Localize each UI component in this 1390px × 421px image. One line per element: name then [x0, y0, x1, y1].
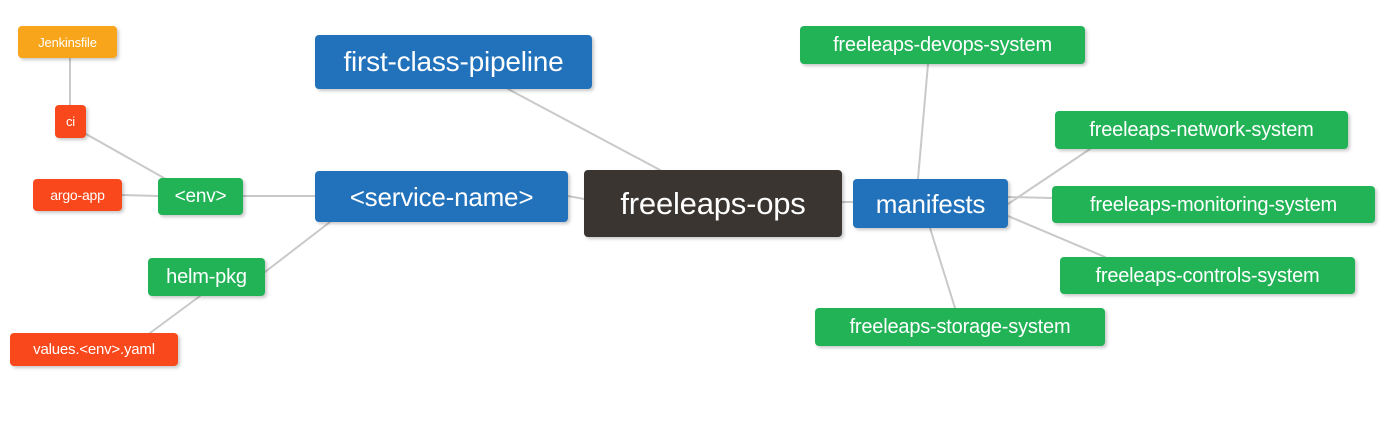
node-label-freeleaps-devops-system: freeleaps-devops-system — [833, 34, 1052, 56]
node-label-freeleaps-controls-system: freeleaps-controls-system — [1095, 264, 1320, 287]
node-freeleaps-controls-system[interactable]: freeleaps-controls-system — [1060, 257, 1355, 294]
node-label-service-name: <service-name> — [349, 181, 534, 212]
node-label-first-class-pipeline: first-class-pipeline — [343, 46, 564, 77]
node-service-name[interactable]: <service-name> — [315, 171, 568, 222]
node-freeleaps-ops[interactable]: freeleaps-ops — [584, 170, 842, 237]
node-freeleaps-network-system[interactable]: freeleaps-network-system — [1055, 111, 1348, 149]
node-label-argo-app: argo-app — [50, 187, 105, 203]
edge-argoapp-env — [121, 194, 159, 197]
edge-ci-env — [85, 133, 165, 179]
edge-valuesyaml-helmpkg — [149, 295, 201, 334]
edge-manifests-storage — [929, 227, 956, 309]
node-label-freeleaps-storage-system: freeleaps-storage-system — [849, 316, 1071, 338]
node-freeleaps-monitoring-system[interactable]: freeleaps-monitoring-system — [1052, 186, 1375, 223]
node-argo-app[interactable]: argo-app — [33, 179, 122, 211]
edge-helmpkg-servicename — [264, 221, 331, 273]
node-label-jenkinsfile: Jenkinsfile — [38, 34, 97, 50]
node-label-freeleaps-network-system: freeleaps-network-system — [1089, 119, 1314, 141]
edge-servicename-ops — [567, 195, 585, 200]
node-label-env: <env> — [174, 186, 227, 207]
node-freeleaps-storage-system[interactable]: freeleaps-storage-system — [815, 308, 1105, 346]
node-label-ci: ci — [66, 114, 75, 129]
node-label-manifests: manifests — [875, 188, 986, 219]
node-label-freeleaps-monitoring-system: freeleaps-monitoring-system — [1090, 193, 1337, 216]
node-jenkinsfile[interactable]: Jenkinsfile — [18, 26, 117, 58]
node-manifests[interactable]: manifests — [853, 179, 1008, 228]
edge-manifests-devops — [917, 63, 929, 180]
node-helm-pkg[interactable]: helm-pkg — [148, 258, 265, 296]
node-label-helm-pkg: helm-pkg — [166, 266, 247, 288]
edge-manifests-monitoring — [1007, 196, 1053, 199]
node-freeleaps-devops-system[interactable]: freeleaps-devops-system — [800, 26, 1085, 64]
node-env[interactable]: <env> — [158, 178, 243, 215]
node-ci[interactable]: ci — [55, 105, 86, 138]
node-values-yaml[interactable]: values.<env>.yaml — [10, 333, 178, 366]
node-label-freeleaps-ops: freeleaps-ops — [620, 186, 806, 221]
node-label-values-yaml: values.<env>.yaml — [33, 341, 155, 358]
node-first-class-pipeline[interactable]: first-class-pipeline — [315, 35, 592, 89]
edge-pipeline-ops — [507, 88, 661, 171]
